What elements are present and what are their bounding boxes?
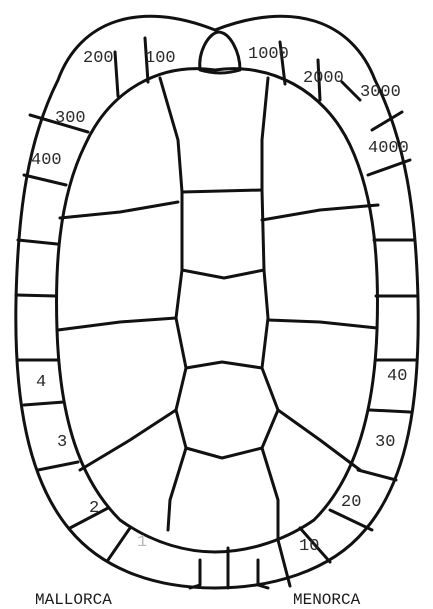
scute-label-200: 200 (83, 49, 114, 68)
scute-label-2: 2 (89, 499, 99, 518)
plastron-notch (190, 548, 268, 588)
scute-label-4000: 4000 (368, 139, 409, 158)
scute-label-2000: 2000 (303, 69, 344, 88)
scute-label-30: 30 (375, 433, 395, 452)
caption-mallorca: MALLORCA (35, 591, 112, 609)
costal-scute-dividers (58, 202, 378, 470)
scute-label-3: 3 (57, 433, 67, 452)
vertebral-scutes (160, 78, 278, 540)
scute-label-3000: 3000 (360, 83, 401, 102)
scute-label-400: 400 (31, 151, 62, 170)
scute-label-4: 4 (36, 373, 46, 392)
captions: MALLORCA MENORCA (35, 591, 361, 609)
scute-label-10: 10 (299, 537, 319, 556)
scute-label-1000: 1000 (248, 45, 289, 64)
scute-label-1: 1 (137, 533, 147, 552)
scute-label-20: 20 (341, 493, 361, 512)
caption-menorca: MENORCA (293, 591, 361, 609)
scute-label-40: 40 (387, 367, 407, 386)
scute-label-100: 100 (145, 49, 176, 68)
nuchal-scute (200, 32, 240, 73)
scute-label-300: 300 (55, 109, 86, 128)
scute-labels: 200 100 1000 2000 3000 4000 300 400 4 3 … (31, 45, 409, 556)
